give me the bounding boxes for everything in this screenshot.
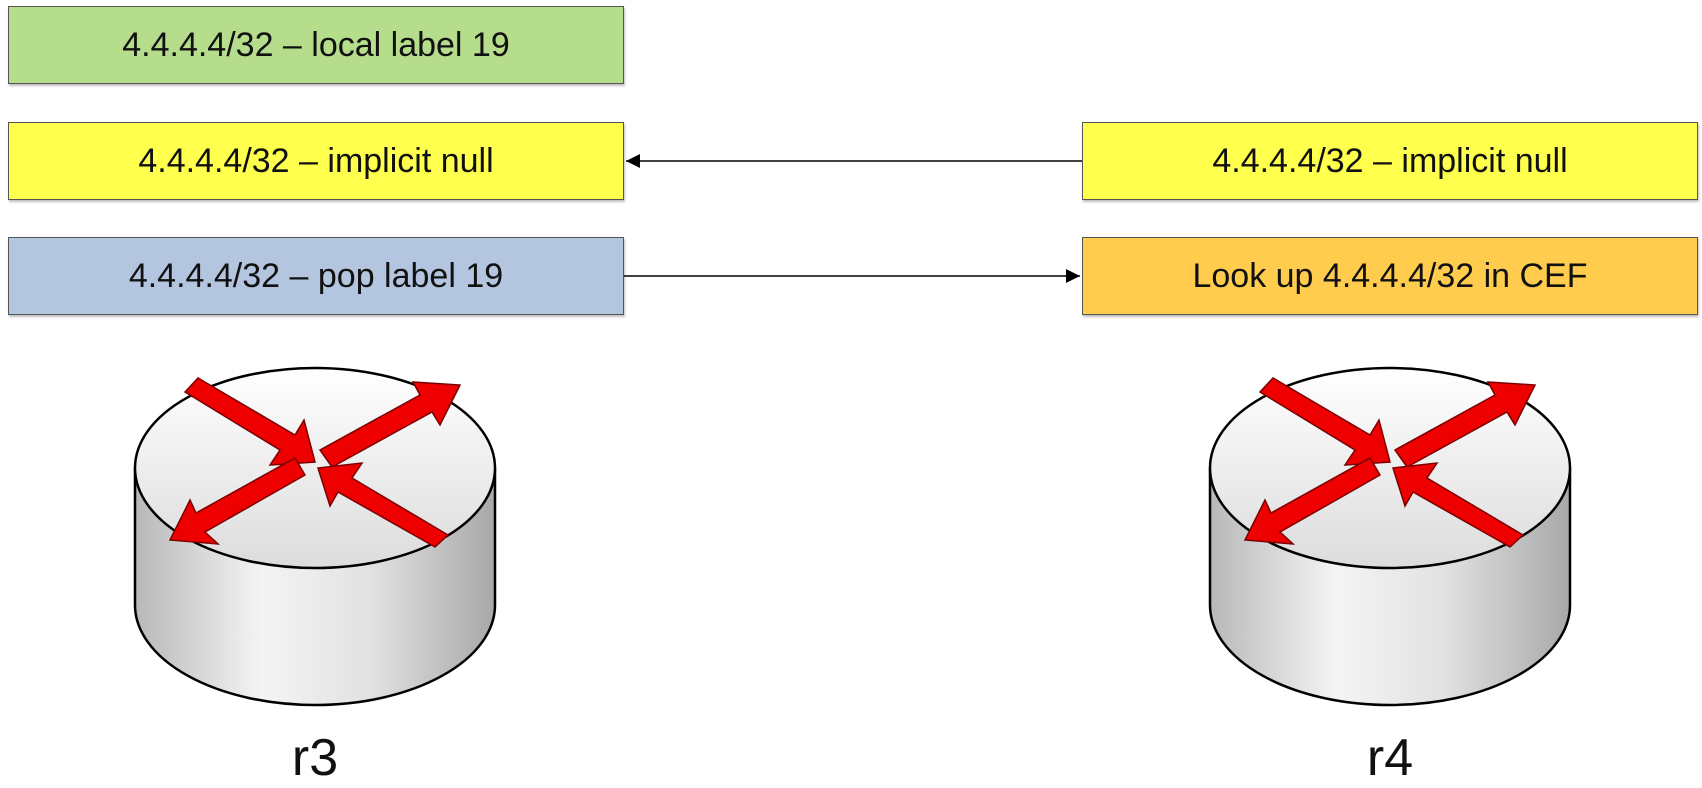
r4-implicit-null-box: 4.4.4.4/32 – implicit null bbox=[1082, 122, 1698, 200]
r3-local-label-box: 4.4.4.4/32 – local label 19 bbox=[8, 6, 624, 84]
r4-cef-lookup-text: Look up 4.4.4.4/32 in CEF bbox=[1192, 256, 1588, 295]
r3-implicit-null-box: 4.4.4.4/32 – implicit null bbox=[8, 122, 624, 200]
r3-implicit-null-text: 4.4.4.4/32 – implicit null bbox=[138, 141, 494, 180]
r3-pop-label-text: 4.4.4.4/32 – pop label 19 bbox=[128, 256, 504, 295]
router-r3-label: r3 bbox=[291, 729, 339, 787]
router-r3-icon bbox=[133, 366, 497, 707]
r3-local-label-text: 4.4.4.4/32 – local label 19 bbox=[122, 25, 510, 64]
router-r4-icon bbox=[1208, 366, 1572, 707]
r3-pop-label-box: 4.4.4.4/32 – pop label 19 bbox=[8, 237, 624, 315]
r4-implicit-null-text: 4.4.4.4/32 – implicit null bbox=[1212, 141, 1568, 180]
router-r4-label: r4 bbox=[1366, 729, 1414, 787]
r4-cef-lookup-box: Look up 4.4.4.4/32 in CEF bbox=[1082, 237, 1698, 315]
